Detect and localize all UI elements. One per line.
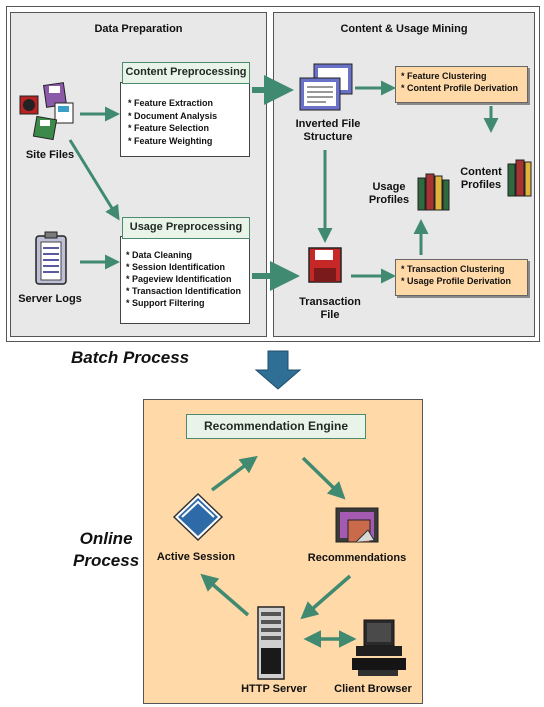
usage-preprocessing-item: * Support Filtering (126, 298, 205, 308)
inverted-file-line: Structure (303, 131, 353, 143)
usage-profiles-line: Usage (372, 181, 406, 193)
inverted-file-line: Inverted File (295, 118, 361, 130)
site-files-label: Site Files (25, 149, 75, 161)
content-profiles-label: Content Profiles (455, 166, 507, 192)
http-server-label: HTTP Server (241, 683, 307, 695)
feature-clustering-text: * Feature Clustering (401, 71, 487, 81)
usage-profiles-label: Usage Profiles (364, 181, 414, 207)
data-preparation-title: Data Preparation (94, 23, 183, 35)
active-session-label: Active Session (156, 551, 236, 563)
usage-preprocessing-list: * Data Cleaning * Session Identification… (126, 249, 241, 309)
content-usage-mining-title: Content & Usage Mining (340, 23, 468, 35)
usage-profile-derivation-text: * Usage Profile Derivation (401, 276, 512, 286)
content-preprocessing-item: * Feature Selection (128, 123, 210, 133)
content-profiles-line: Profiles (460, 179, 502, 191)
transaction-file-label: Transaction File (290, 296, 370, 322)
recommendations-label: Recommendations (307, 552, 407, 564)
usage-preprocessing-box (120, 236, 250, 324)
usage-preprocessing-item: * Session Identification (126, 262, 226, 272)
inverted-file-label: Inverted File Structure (283, 118, 373, 144)
usage-preprocessing-title: Usage Preprocessing (122, 217, 250, 239)
server-logs-label: Server Logs (18, 293, 82, 305)
online-label-line: Process (73, 551, 140, 570)
down-arrow (254, 350, 302, 390)
transaction-file-line: Transaction (299, 296, 361, 308)
online-process-label: Online Process (73, 528, 139, 572)
usage-preprocessing-item: * Pageview Identification (126, 274, 232, 284)
transaction-clustering-box: * Transaction Clustering * Usage Profile… (395, 259, 528, 296)
content-profile-derivation-text: * Content Profile Derivation (401, 83, 519, 93)
content-preprocessing-item: * Document Analysis (128, 110, 218, 121)
transaction-file-line: File (320, 309, 340, 321)
transaction-clustering-text: * Transaction Clustering (401, 264, 505, 274)
content-preprocessing-title: Content Preprocessing (122, 62, 250, 84)
content-preprocessing-list: * Feature Extraction * Document Analysis… (128, 97, 217, 147)
content-preprocessing-item: * Feature Extraction (128, 98, 214, 108)
content-profiles-line: Content (460, 166, 502, 178)
content-preprocessing-item: * Feature Weighting (128, 135, 213, 146)
feature-clustering-box: * Feature Clustering * Content Profile D… (395, 66, 528, 103)
usage-preprocessing-item: * Transaction Identification (126, 286, 242, 296)
client-browser-label: Client Browser (334, 683, 412, 695)
usage-profiles-line: Profiles (368, 194, 410, 206)
recommendation-engine-title: Recommendation Engine (186, 414, 366, 439)
online-label-line: Online (79, 529, 133, 548)
usage-preprocessing-item: * Data Cleaning (126, 250, 193, 260)
content-preprocessing-box (120, 82, 250, 157)
batch-process-label: Batch Process (71, 348, 190, 367)
